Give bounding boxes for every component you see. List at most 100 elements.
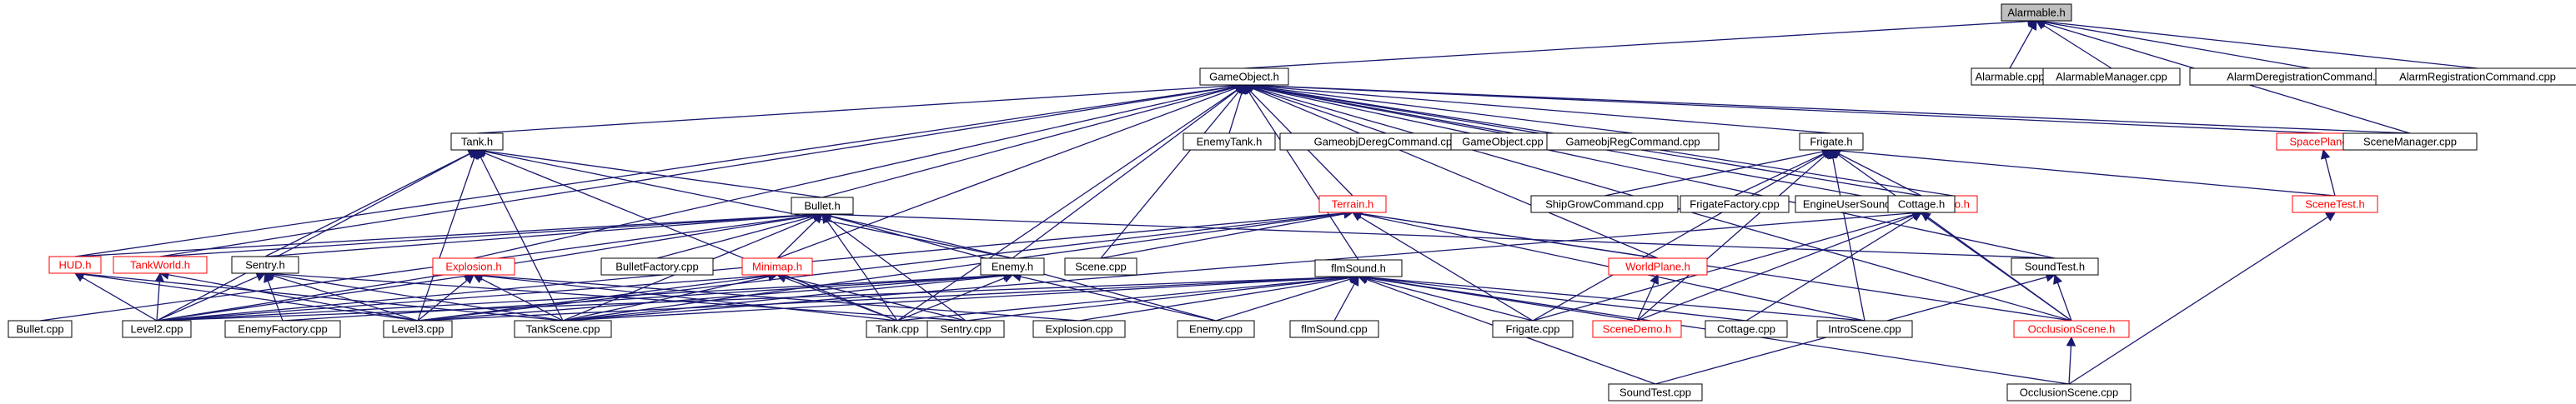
node-level2-cpp[interactable]: Level2.cpp [122,320,192,338]
edge-enemyfactory_cpp-to-sentry_h [264,272,284,322]
node-frigate-h[interactable]: Frigate.h [1799,132,1864,151]
edge-tank_cpp-to-explosion_h [472,271,898,322]
node-box [2292,195,2378,213]
node-box [1064,257,1137,276]
node-frigatefactory-cpp[interactable]: FrigateFactory.cpp [1680,195,1790,213]
edge-frigate_cpp-to-cottage_h [1532,210,1923,322]
node-label: TankScene.cpp [526,322,600,335]
node-label: AlarmDeregistrationCommand.cpp [2227,70,2393,82]
node-tank-cpp[interactable]: Tank.cpp [866,320,929,338]
node-box [1314,259,1403,277]
edge-scenemanager_cpp-to-gameobject_h [1243,80,2411,134]
node-label: GameobjDeregCommand.cpp [1314,135,1459,147]
node-introscene-cpp[interactable]: IntroScene.cpp [1816,320,1913,338]
edge-shipgrow_cpp-to-frigate_h [1604,147,1833,197]
node-sentry-h[interactable]: Sentry.h [231,256,299,274]
node-gameobject-h[interactable]: GameObject.h [1199,67,1289,86]
node-scene-cpp[interactable]: Scene.cpp [1064,257,1137,276]
node-occlusionscene-h[interactable]: OcclusionScene.h [2013,320,2130,338]
edge-enemytank_h-to-gameobject_h [1228,83,1247,134]
node-shipgrow-cpp[interactable]: ShipGrowCommand.cpp [1530,195,1679,213]
edge-level2_cpp-to-hud_h [73,272,158,322]
edge-introscene_cpp-to-frigate_h [1828,148,1865,322]
node-gameobj-reg[interactable]: GameobjRegCommand.cpp [1546,132,1720,151]
node-bullet-cpp[interactable]: Bullet.cpp [8,320,73,338]
node-alarmable-manager[interactable]: AlarmableManager.cpp [2042,67,2181,86]
node-scenedemo-h[interactable]: SceneDemo.h [1592,320,1682,338]
node-sentry-cpp[interactable]: Sentry.cpp [926,320,1005,338]
node-label: HUD.h [58,258,91,271]
node-gameobject-cpp[interactable]: GameObject.cpp [1450,132,1555,151]
node-alarm-reg[interactable]: AlarmRegistrationCommand.cpp [2375,67,2576,86]
node-label: WorldPlane.h [1625,260,1690,272]
edge-occlusionscene_cpp-to-occlusionscene_h [2066,336,2076,385]
node-tankscene-cpp[interactable]: TankScene.cpp [514,320,612,338]
node-soundtest-h[interactable]: SoundTest.h [2011,257,2099,276]
node-scenemanager-cpp[interactable]: SceneManager.cpp [2343,132,2478,151]
node-enemytank-h[interactable]: EnemyTank.h [1183,132,1276,151]
node-bulletfactory-cpp[interactable]: BulletFactory.cpp [600,257,714,276]
node-alarmable-h[interactable]: Alarmable.h [2001,3,2072,22]
node-box [1032,320,1126,338]
edge-scenedemo_h-to-flmsound_h [1357,272,1638,322]
edge-tankscene_cpp-to-explosion_h [472,274,564,322]
node-soundtest-cpp[interactable]: SoundTest.cpp [1608,383,1703,402]
node-tankworld-h[interactable]: TankWorld.h [113,256,208,274]
node-tank-h[interactable]: Tank.h [450,132,504,151]
node-box [450,132,504,151]
node-alarmable-cpp[interactable]: Alarmable.cpp [1971,67,2049,86]
edge-sentry_h-to-tank_h [264,149,479,257]
node-label: TankWorld.h [130,258,190,271]
edge-soundtest_h-to-bullet_h [821,209,2056,259]
edge-tank_cpp-to-gameobject_h [896,84,1245,322]
node-flmsound-h[interactable]: flmSound.h [1314,259,1403,277]
node-label: BulletFactory.cpp [615,260,698,272]
node-level3-cpp[interactable]: Level3.cpp [383,320,453,338]
node-frigate-cpp[interactable]: Frigate.cpp [1492,320,1574,338]
edge-bullet_h-to-tank_h [475,146,823,198]
node-label: Explosion.h [445,260,501,272]
edge-tankscene_cpp-to-minimap_h [562,272,779,322]
edge-tankscene_cpp-to-flmsound_h [562,272,1360,322]
node-terrain-h[interactable]: Terrain.h [1318,195,1387,213]
node-cottage-h[interactable]: Cottage.h [1887,195,1956,213]
node-bullet-h[interactable]: Bullet.h [791,197,854,215]
node-hud-h[interactable]: HUD.h [48,256,102,274]
node-enemy-cpp[interactable]: Enemy.cpp [1177,320,1255,338]
node-alarm-dereg[interactable]: AlarmDeregistrationCommand.cpp [2189,67,2431,86]
node-minimap-h[interactable]: Minimap.h [741,257,813,276]
node-label: Bullet.cpp [16,322,63,335]
node-enemyfactory-cpp[interactable]: EnemyFactory.cpp [224,320,341,338]
edge-enemyfactory_cpp-to-enemy_h [282,270,1014,322]
node-box [1592,320,1682,338]
node-worldplane-h[interactable]: WorldPlane.h [1608,257,1708,276]
node-label: AlarmableManager.cpp [2056,70,2167,82]
node-occlusionscene-cpp[interactable]: OcclusionScene.cpp [2006,383,2132,402]
node-box [383,320,453,338]
node-label: Cottage.h [1898,197,1945,210]
edge-level3_cpp-to-sentry_h [264,271,419,322]
node-cottage-cpp[interactable]: Cottage.cpp [1705,320,1788,338]
node-box [1199,67,1289,86]
node-label: SoundTest.cpp [1619,386,1691,398]
node-explosion-cpp[interactable]: Explosion.cpp [1032,320,1126,338]
node-explosion-h[interactable]: Explosion.h [432,257,515,276]
node-flmsound-cpp[interactable]: flmSound.cpp [1289,320,1379,338]
edge-frigatefactory_cpp-to-frigate_h [1734,149,1833,197]
node-box [224,320,341,338]
node-label: Enemy.cpp [1189,322,1243,335]
edge-alarm_dereg-to-alarmable_h [2035,17,2311,69]
node-box [1318,195,1387,213]
edge-hud_h-to-bullet_h [74,209,824,257]
node-gameobj-dereg[interactable]: GameobjDeregCommand.cpp [1279,132,1493,151]
edge-occlusionscene_h-to-soundtest_h [2053,273,2072,322]
node-label: EnemyTank.h [1197,135,1263,147]
edge-bullet_cpp-to-bullet_h [39,210,824,322]
edge-enemy_h-to-tank_h [475,147,1013,259]
node-box [1546,132,1720,151]
node-scenetest-h[interactable]: SceneTest.h [2292,195,2378,213]
edge-level3_cpp-to-flmsound_h [417,272,1360,322]
node-label: Tank.h [461,135,493,147]
node-enemy-h[interactable]: Enemy.h [980,257,1045,276]
